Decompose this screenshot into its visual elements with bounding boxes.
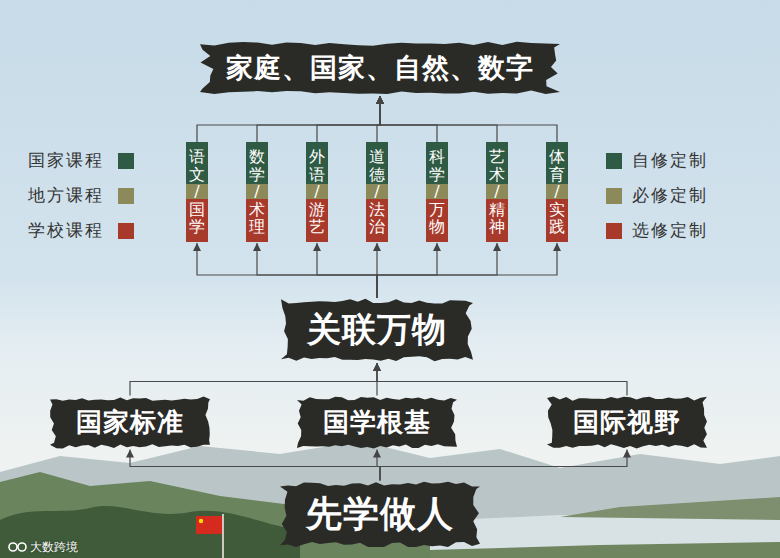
legend-text: 选修定制 xyxy=(632,219,708,242)
legend-entry: 学校课程 xyxy=(28,219,134,242)
brush-stroke xyxy=(200,42,560,94)
legend-entry: 必修定制 xyxy=(606,184,708,207)
connector-line xyxy=(380,96,497,142)
connector-line xyxy=(130,450,380,481)
connector-line xyxy=(317,243,377,298)
course-bar: 体育/实践 xyxy=(546,142,568,242)
banner-title: 国家标准 xyxy=(76,405,184,440)
brush-stroke xyxy=(297,396,457,448)
course-name: 外语/游艺 xyxy=(309,148,325,236)
connector-line xyxy=(377,243,497,298)
brush-banner: 国家标准 xyxy=(50,396,210,449)
legend-swatch xyxy=(118,153,134,169)
logo-ring xyxy=(18,543,26,551)
brush-stroke xyxy=(281,299,473,361)
brush-stroke xyxy=(547,396,707,448)
course-name: 数学/术理 xyxy=(249,148,265,236)
course-name: 道德/法治 xyxy=(369,148,385,236)
banner-title: 国际视野 xyxy=(573,405,681,440)
legend-swatch xyxy=(118,223,134,239)
course-name: 艺术/精神 xyxy=(489,148,505,236)
course-bar: 艺术/精神 xyxy=(486,142,508,242)
legend-text: 学校课程 xyxy=(28,219,104,242)
watermark: 大数跨境 xyxy=(30,539,78,556)
banner-title: 家庭、国家、自然、数字 xyxy=(226,50,534,86)
legend-swatch xyxy=(606,188,622,204)
course-name: 科学/万物 xyxy=(429,148,445,236)
course-bar: 数学/术理 xyxy=(246,142,268,242)
trees xyxy=(0,506,300,558)
banner-title: 先学做人 xyxy=(306,490,454,539)
connector-line xyxy=(130,363,377,396)
legend-text: 地方课程 xyxy=(28,184,104,207)
brush-banner: 国际视野 xyxy=(547,396,707,449)
connector-line xyxy=(257,243,377,298)
connector-line xyxy=(197,96,380,142)
far-shore xyxy=(560,497,780,520)
banner-title: 关联万物 xyxy=(307,307,447,353)
connector-line xyxy=(377,363,627,396)
connector-line xyxy=(377,243,557,298)
banner-title: 国学根基 xyxy=(323,405,431,440)
brush-stroke xyxy=(280,481,480,546)
course-name: 语文/国学 xyxy=(189,148,205,236)
near-shore xyxy=(430,542,780,558)
legend-entry: 地方课程 xyxy=(28,184,134,207)
brush-banner: 国学根基 xyxy=(297,396,457,449)
connector-line xyxy=(377,243,437,298)
brush-banner: 家庭、国家、自然、数字 xyxy=(200,41,560,95)
connector-line xyxy=(380,450,627,481)
course-bar: 语文/国学 xyxy=(186,142,208,242)
course-name: 体育/实践 xyxy=(549,148,565,236)
course-bar: 道德/法治 xyxy=(366,142,388,242)
legend-swatch xyxy=(118,188,134,204)
legend-swatch xyxy=(606,153,622,169)
logo-ring xyxy=(9,543,17,551)
legend-entry: 国家课程 xyxy=(28,149,134,172)
connector-line xyxy=(257,96,380,142)
brush-banner: 关联万物 xyxy=(281,298,473,362)
legend-entry: 选修定制 xyxy=(606,219,708,242)
connector-line xyxy=(380,96,437,142)
flag xyxy=(196,516,222,534)
legend-text: 必修定制 xyxy=(632,184,708,207)
brush-stroke xyxy=(50,396,210,448)
connector-line xyxy=(380,96,557,142)
course-bar: 外语/游艺 xyxy=(306,142,328,242)
connector-line xyxy=(317,96,380,142)
legend-text: 自修定制 xyxy=(632,149,708,172)
brush-banner: 先学做人 xyxy=(280,481,480,548)
far-mountains xyxy=(0,441,780,558)
legend-swatch xyxy=(606,223,622,239)
flag-star xyxy=(199,519,203,523)
course-bar: 科学/万物 xyxy=(426,142,448,242)
legend-entry: 自修定制 xyxy=(606,149,708,172)
connector-line xyxy=(197,243,377,298)
flag-pole xyxy=(222,514,224,558)
legend-text: 国家课程 xyxy=(28,149,104,172)
